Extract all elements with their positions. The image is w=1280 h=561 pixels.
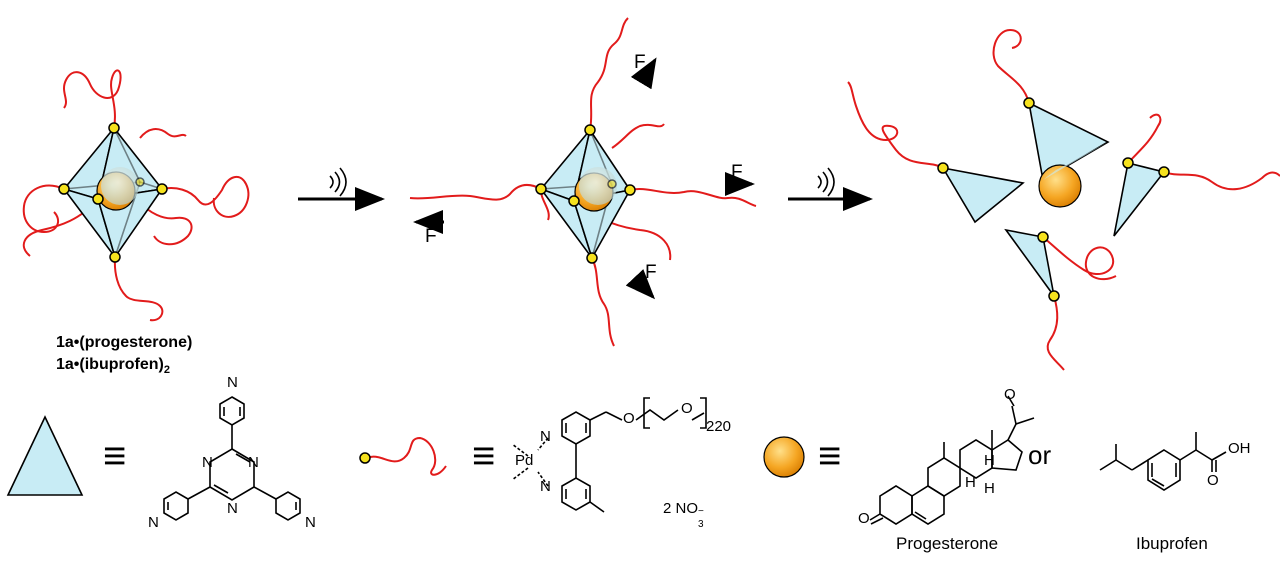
pd-bipyridine-peg-structure	[511, 397, 707, 513]
or-label: or	[1028, 440, 1052, 470]
triazine-fragment-3	[1113, 162, 1166, 237]
atom-oh: OH	[1228, 440, 1251, 457]
atom-h-1: H	[965, 474, 976, 491]
atom-n-bipy-1: N	[540, 428, 551, 445]
equiv-sign-2: ≡	[472, 434, 496, 478]
stretched-cage	[409, 17, 757, 347]
progesterone-structure	[869, 395, 1035, 525]
ibuprofen-label: Ibuprofen	[1136, 534, 1208, 553]
reaction-arrow-2	[788, 167, 873, 211]
released-guest	[1038, 164, 1082, 208]
force-label-right: F	[731, 162, 743, 183]
ultrasound-waves-icon	[817, 167, 835, 197]
pd-vertices-2	[535, 124, 636, 264]
progesterone-label: Progesterone	[896, 534, 999, 553]
force-label-left: F	[425, 226, 437, 247]
ibuprofen-structure	[1099, 432, 1227, 491]
atom-pd: Pd	[515, 452, 534, 469]
pd-vertices	[58, 122, 168, 263]
triazine-ligand-structure	[163, 396, 301, 521]
peg-repeat-count: 220	[706, 418, 732, 435]
force-label-bottom: F	[645, 262, 657, 283]
ultrasound-waves-icon	[329, 167, 347, 197]
equiv-sign-3: ≡	[818, 434, 842, 478]
legend-triangle	[6, 415, 84, 496]
polymer-chains-stretched	[409, 17, 757, 347]
atom-h-2: H	[984, 452, 995, 469]
complex-label-ibuprofen: 1a•(ibuprofen)2	[56, 356, 170, 377]
atom-o-acetyl: O	[1004, 386, 1016, 403]
complex-label-progesterone: 1a•(progesterone)	[56, 334, 193, 351]
counterion-label: 2 NO−3	[663, 500, 704, 530]
triazine-fragment-4	[1004, 228, 1055, 297]
fragment-overlap	[1043, 142, 1108, 180]
polymer-chains-released	[847, 28, 1280, 371]
atom-o-carbonyl: O	[1207, 472, 1219, 489]
legend-polymer-chain	[359, 436, 447, 476]
atom-o-ketone: O	[858, 510, 870, 527]
atom-o-2: O	[681, 400, 693, 417]
atom-o-1: O	[623, 410, 635, 427]
atom-n-triazine-1: N	[202, 454, 213, 471]
atom-n-triazine-3: N	[227, 500, 238, 517]
inner-face-shadow-2	[579, 167, 617, 205]
intact-cage	[22, 69, 250, 322]
atom-n-top: N	[227, 374, 238, 391]
equiv-sign-1: ≡	[103, 434, 127, 478]
force-arrows	[413, 57, 755, 300]
triazine-fragment-2	[941, 166, 1025, 224]
inner-face-shadow	[101, 167, 139, 205]
reaction-arrow-1	[298, 167, 385, 211]
legend-guest-sphere	[763, 436, 805, 478]
atom-n-triazine-2: N	[248, 454, 259, 471]
pd-vertices-3	[937, 97, 1170, 302]
atom-n-bipy-2: N	[540, 478, 551, 495]
force-label-top: F	[634, 52, 646, 73]
ruptured-fragments	[847, 28, 1280, 371]
atom-n-right: N	[305, 514, 316, 531]
atom-h-3: H	[984, 480, 995, 497]
atom-n-left: N	[148, 514, 159, 531]
